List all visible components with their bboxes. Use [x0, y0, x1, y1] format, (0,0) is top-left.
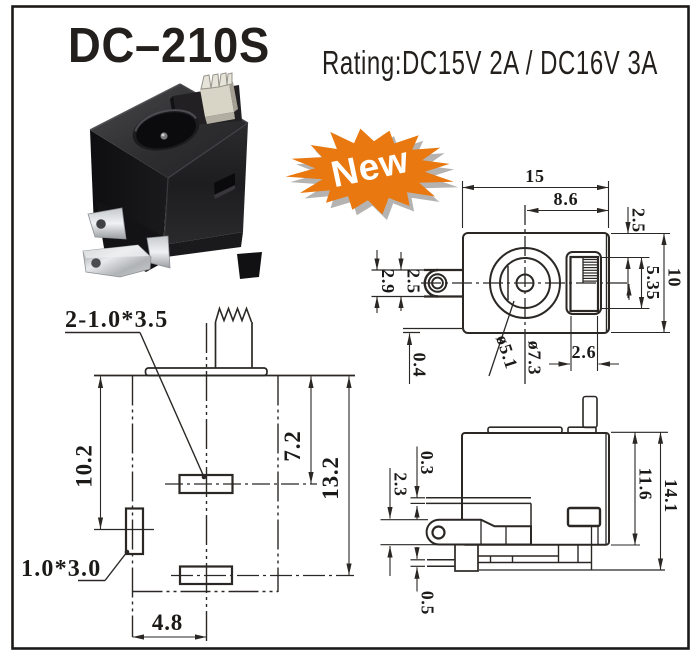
svg-text:10.2: 10.2 [72, 444, 97, 487]
svg-text:10: 10 [665, 268, 685, 288]
svg-text:5.35: 5.35 [643, 266, 663, 301]
svg-text:2-1.0*3.5: 2-1.0*3.5 [65, 307, 168, 333]
svg-text:2.9: 2.9 [378, 269, 398, 294]
svg-text:1.0*3.0: 1.0*3.0 [21, 556, 101, 582]
svg-text:7.2: 7.2 [280, 430, 305, 461]
svg-text:13.2: 13.2 [318, 456, 343, 499]
svg-text:4.8: 4.8 [152, 610, 183, 635]
svg-text:8.6: 8.6 [554, 189, 579, 209]
svg-text:Rating:DC15V 2A / DC16V 3A: Rating:DC15V 2A / DC16V 3A [322, 44, 658, 81]
svg-text:2.5: 2.5 [404, 269, 424, 294]
svg-text:0.4: 0.4 [410, 353, 430, 378]
svg-text:14.1: 14.1 [661, 479, 681, 513]
svg-text:2.6: 2.6 [572, 342, 597, 362]
svg-text:2.5: 2.5 [629, 208, 649, 233]
svg-text:0.3: 0.3 [417, 451, 437, 475]
svg-text:11.6: 11.6 [636, 468, 656, 501]
svg-text:ø5.1: ø5.1 [492, 332, 522, 371]
svg-text:0.5: 0.5 [418, 591, 438, 615]
svg-text:ø7.3: ø7.3 [525, 341, 545, 376]
svg-text:DC–210S: DC–210S [68, 19, 270, 73]
svg-text:2.3: 2.3 [391, 472, 411, 496]
svg-text:15: 15 [525, 166, 545, 186]
